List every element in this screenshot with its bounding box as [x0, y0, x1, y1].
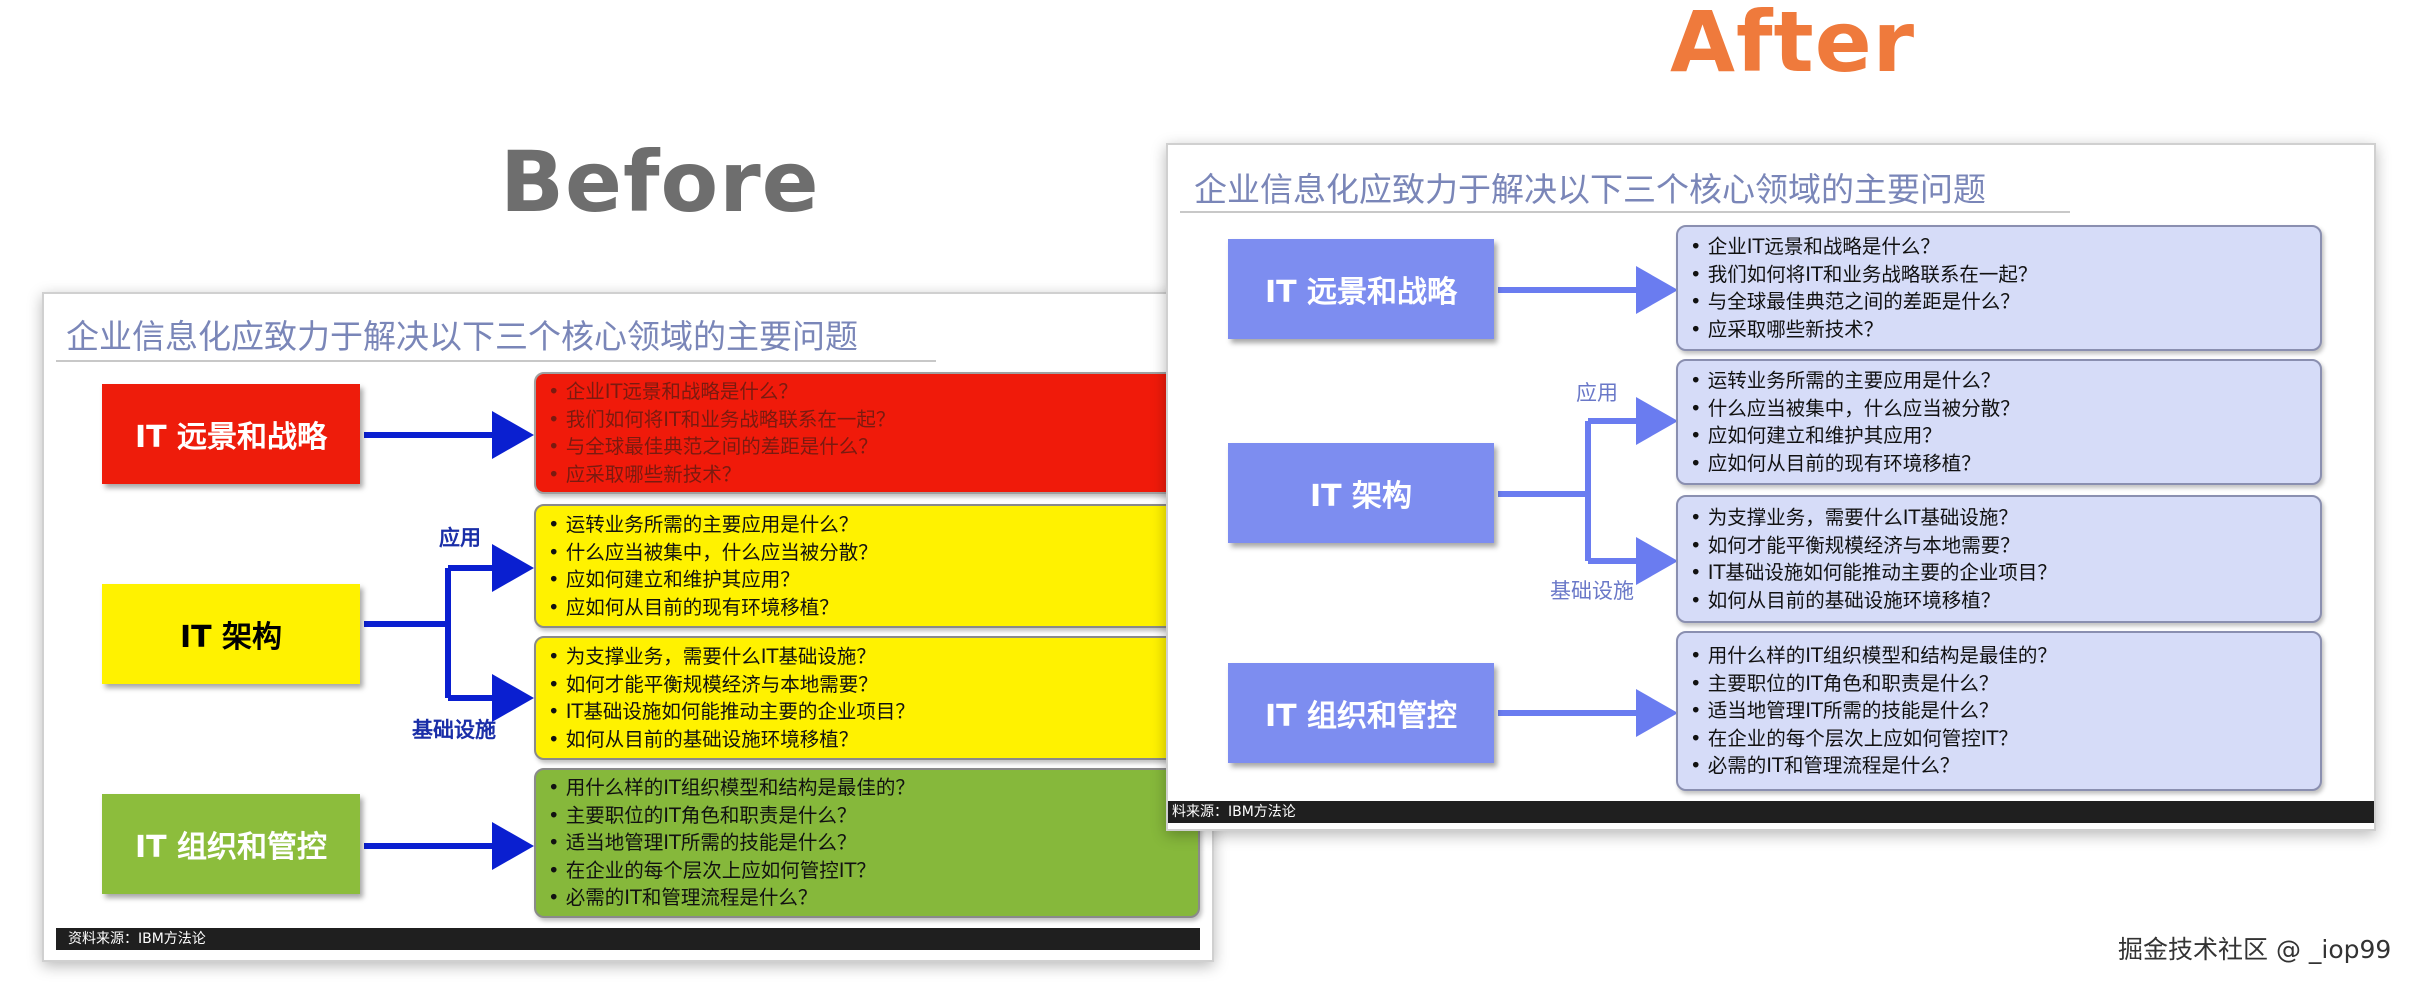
question-item: 应采取哪些新技术？	[548, 461, 1186, 489]
question-item: 用什么样的IT组织模型和结构是最佳的？	[1690, 642, 2308, 670]
question-box-application: 运转业务所需的主要应用是什么？ 什么应当被集中，什么应当被分散？ 应如何建立和维…	[534, 504, 1200, 628]
question-item: 主要职位的IT角色和职责是什么？	[548, 802, 1186, 830]
question-item: 我们如何将IT和业务战略联系在一起？	[548, 406, 1186, 434]
question-item: 应如何建立和维护其应用？	[1690, 422, 2308, 450]
question-item: 与全球最佳典范之间的差距是什么？	[548, 433, 1186, 461]
question-item: 如何才能平衡规模经济与本地需要？	[548, 671, 1186, 699]
after-slide: 企业信息化应致力于解决以下三个核心领域的主要问题 IT 远景和战略 IT 架构 …	[1166, 143, 2376, 831]
question-item: 应如何建立和维护其应用？	[548, 566, 1186, 594]
question-item: 与全球最佳典范之间的差距是什么？	[1690, 288, 2308, 316]
question-item: 为支撑业务，需要什么IT基础设施？	[548, 643, 1186, 671]
question-box-strategy: 企业IT远景和战略是什么？ 我们如何将IT和业务战略联系在一起？ 与全球最佳典范…	[534, 372, 1200, 494]
question-item: IT基础设施如何能推动主要的企业项目？	[548, 698, 1186, 726]
question-item: 我们如何将IT和业务战略联系在一起？	[1690, 261, 2308, 289]
connector-arrows	[1498, 266, 1678, 737]
question-box-organization: 用什么样的IT组织模型和结构是最佳的？ 主要职位的IT角色和职责是什么？ 适当地…	[1676, 631, 2322, 791]
question-item: 应如何从目前的现有环境移植？	[548, 594, 1186, 622]
title-divider	[1180, 211, 2070, 213]
question-item: 必需的IT和管理流程是什么？	[548, 884, 1186, 912]
branch-label-infrastructure: 基础设施	[1550, 579, 1634, 603]
question-item: 在企业的每个层次上应如何管控IT？	[548, 857, 1186, 885]
question-item: 必需的IT和管理流程是什么？	[1690, 752, 2308, 780]
source-footer: 料来源：IBM方法论	[1168, 801, 2374, 823]
watermark-text: 掘金技术社区 @ _iop99	[2118, 935, 2392, 964]
title-divider	[56, 360, 936, 362]
question-item: 适当地管理IT所需的技能是什么？	[548, 829, 1186, 857]
question-item: 如何从目前的基础设施环境移植？	[548, 726, 1186, 754]
question-item: 如何从目前的基础设施环境移植？	[1690, 587, 2308, 615]
before-heading: Before	[500, 133, 820, 231]
connector-arrows	[364, 411, 534, 870]
question-item: 什么应当被集中，什么应当被分散？	[1690, 395, 2308, 423]
question-item: IT基础设施如何能推动主要的企业项目？	[1690, 559, 2308, 587]
question-item: 应如何从目前的现有环境移植？	[1690, 450, 2308, 478]
source-footer: 资料来源：IBM方法论	[56, 928, 1200, 950]
slide-title: 企业信息化应致力于解决以下三个核心领域的主要问题	[1194, 170, 1986, 209]
question-item: 企业IT远景和战略是什么？	[1690, 233, 2308, 261]
area-organization: IT 组织和管控	[102, 794, 360, 894]
area-strategy: IT 远景和战略	[102, 384, 360, 484]
question-item: 企业IT远景和战略是什么？	[548, 378, 1186, 406]
branch-label-infrastructure: 基础设施	[412, 718, 496, 742]
question-item: 运转业务所需的主要应用是什么？	[1690, 367, 2308, 395]
area-organization: IT 组织和管控	[1228, 663, 1494, 763]
question-box-application: 运转业务所需的主要应用是什么？ 什么应当被集中，什么应当被分散？ 应如何建立和维…	[1676, 359, 2322, 485]
question-item: 运转业务所需的主要应用是什么？	[548, 511, 1186, 539]
question-item: 为支撑业务，需要什么IT基础设施？	[1690, 504, 2308, 532]
slide-title: 企业信息化应致力于解决以下三个核心领域的主要问题	[66, 317, 858, 356]
question-box-strategy: 企业IT远景和战略是什么？ 我们如何将IT和业务战略联系在一起？ 与全球最佳典范…	[1676, 225, 2322, 351]
question-box-infrastructure: 为支撑业务，需要什么IT基础设施？ 如何才能平衡规模经济与本地需要？ IT基础设…	[534, 636, 1200, 760]
area-architecture: IT 架构	[102, 584, 360, 684]
question-item: 适当地管理IT所需的技能是什么？	[1690, 697, 2308, 725]
before-slide: 企业信息化应致力于解决以下三个核心领域的主要问题 IT 远景和战略 IT 架构 …	[42, 292, 1214, 962]
question-item: 如何才能平衡规模经济与本地需要？	[1690, 532, 2308, 560]
question-box-infrastructure: 为支撑业务，需要什么IT基础设施？ 如何才能平衡规模经济与本地需要？ IT基础设…	[1676, 495, 2322, 623]
branch-label-application: 应用	[439, 526, 481, 550]
question-item: 在企业的每个层次上应如何管控IT？	[1690, 725, 2308, 753]
area-architecture: IT 架构	[1228, 443, 1494, 543]
question-item: 应采取哪些新技术？	[1690, 316, 2308, 344]
question-item: 用什么样的IT组织模型和结构是最佳的？	[548, 774, 1186, 802]
area-strategy: IT 远景和战略	[1228, 239, 1494, 339]
question-item: 什么应当被集中，什么应当被分散？	[548, 539, 1186, 567]
after-heading: After	[1670, 0, 1916, 91]
branch-label-application: 应用	[1576, 381, 1618, 405]
question-box-organization: 用什么样的IT组织模型和结构是最佳的？ 主要职位的IT角色和职责是什么？ 适当地…	[534, 768, 1200, 918]
question-item: 主要职位的IT角色和职责是什么？	[1690, 670, 2308, 698]
